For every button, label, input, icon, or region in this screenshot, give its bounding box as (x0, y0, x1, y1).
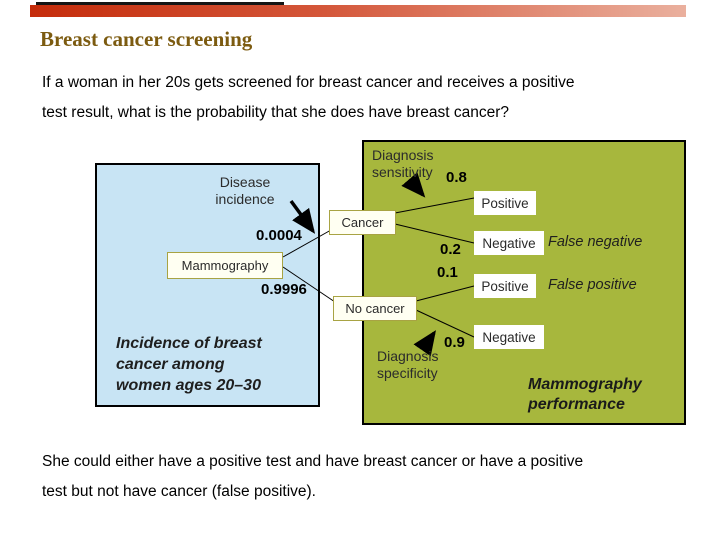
incidence-caption: Incidence of breast cancer among women a… (116, 335, 262, 394)
performance-caption: Mammography performance (528, 376, 642, 413)
no-cancer-negative-node: Negative (474, 325, 544, 349)
incidence-panel (95, 163, 320, 407)
false-negative-probability: 0.2 (440, 241, 461, 258)
intro-line-1: If a woman in her 20s gets screened for … (42, 74, 575, 91)
cancer-negative-node: Negative (474, 231, 544, 255)
cancer-positive-node: Positive (474, 191, 536, 215)
false-negative-note: False negative (548, 234, 643, 250)
root-node-mammography: Mammography (167, 252, 283, 279)
footer-line-2: test but not have cancer (false positive… (42, 483, 316, 500)
intro-paragraph: If a woman in her 20s gets screened for … (42, 68, 682, 128)
incidence-probability: 0.0004 (256, 227, 302, 244)
top-red-gradient-bar (30, 5, 686, 17)
specificity-probability: 0.9 (444, 334, 465, 351)
top-black-bar (36, 2, 284, 5)
diagnosis-sensitivity-label: Diagnosis sensitivity (372, 147, 434, 180)
no-cancer-positive-node: Positive (474, 274, 536, 298)
footer-paragraph: She could either have a positive test an… (42, 447, 682, 507)
sensitivity-probability: 0.8 (446, 169, 467, 186)
diagnosis-specificity-label: Diagnosis specificity (377, 348, 439, 381)
cancer-node: Cancer (329, 210, 396, 235)
intro-line-2: test result, what is the probability tha… (42, 104, 509, 121)
no-cancer-node: No cancer (333, 296, 417, 321)
footer-line-1: She could either have a positive test an… (42, 453, 584, 470)
false-positive-probability: 0.1 (437, 264, 458, 281)
false-positive-note: False positive (548, 277, 637, 293)
no-disease-probability: 0.9996 (261, 281, 307, 298)
disease-incidence-label: Disease incidence (215, 174, 275, 207)
page-title: Breast cancer screening (40, 27, 253, 51)
